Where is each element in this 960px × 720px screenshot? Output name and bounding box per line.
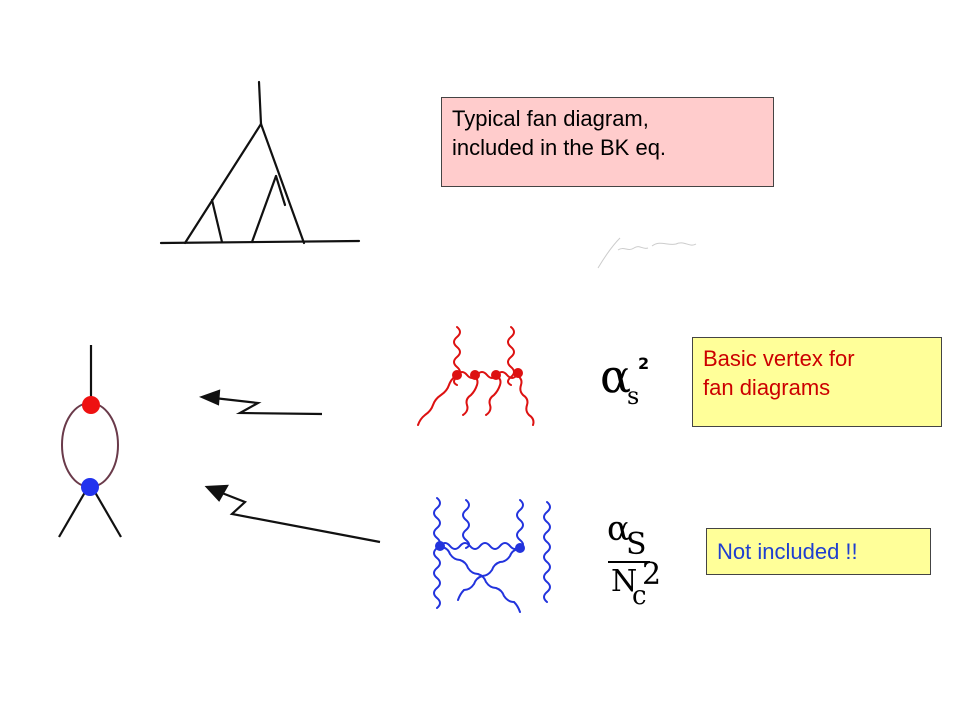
- red-vertex-dot: [82, 396, 100, 414]
- fan-sub-right-b: [274, 174, 287, 207]
- fan-diagram: [159, 80, 361, 245]
- fraction-numerator-alpha: α: [607, 509, 630, 549]
- fan-right-branch: [259, 122, 306, 245]
- fraction-denominator-subscript: c: [632, 581, 647, 611]
- fan-baseline: [159, 239, 361, 245]
- loop-ring: [61, 402, 119, 488]
- basic-vertex-callout: Basic vertex for fan diagrams: [692, 337, 942, 427]
- fan-callout-line-1: Typical fan diagram,: [452, 106, 649, 131]
- vertex-loop-diagram: [58, 345, 122, 538]
- red-gluon-vertex: [417, 326, 535, 426]
- blue-gluon-crossed: [433, 497, 551, 613]
- loop-leg-right: [91, 486, 122, 538]
- vertex-callout-line-1: Basic vertex for: [703, 346, 855, 371]
- blue-vertex-dot: [81, 478, 99, 496]
- fan-left-branch: [183, 122, 263, 245]
- fan-callout-line-2: included in the BK eq.: [452, 135, 667, 160]
- fan-stem: [257, 80, 263, 126]
- vertex-factor-superscript: 2: [638, 354, 650, 373]
- zigzag-arrow-upper: [199, 389, 323, 416]
- not-included-callout: Not included !!: [706, 528, 931, 575]
- loop-leg-left: [58, 486, 89, 538]
- arrowhead-lower: [204, 484, 229, 502]
- vertex-factor-subscript: s: [627, 382, 640, 410]
- fraction-numerator-subscript: S: [626, 527, 647, 562]
- fraction-denominator-power: 2: [642, 557, 662, 592]
- fan-sub-right-a: [250, 174, 278, 244]
- fraction-bar: [608, 561, 650, 563]
- vertex-factor-alpha: α: [600, 349, 632, 403]
- zigzag-arrow-lower: [204, 484, 381, 544]
- arrowhead-upper: [199, 389, 221, 406]
- not-included-label: Not included !!: [717, 539, 858, 564]
- fan-sub-left: [210, 198, 224, 244]
- fraction-denominator-n: N: [611, 564, 638, 599]
- fan-diagram-callout: Typical fan diagram, included in the BK …: [441, 97, 774, 187]
- vertex-callout-line-2: fan diagrams: [703, 375, 831, 400]
- faint-scribble: [597, 237, 697, 269]
